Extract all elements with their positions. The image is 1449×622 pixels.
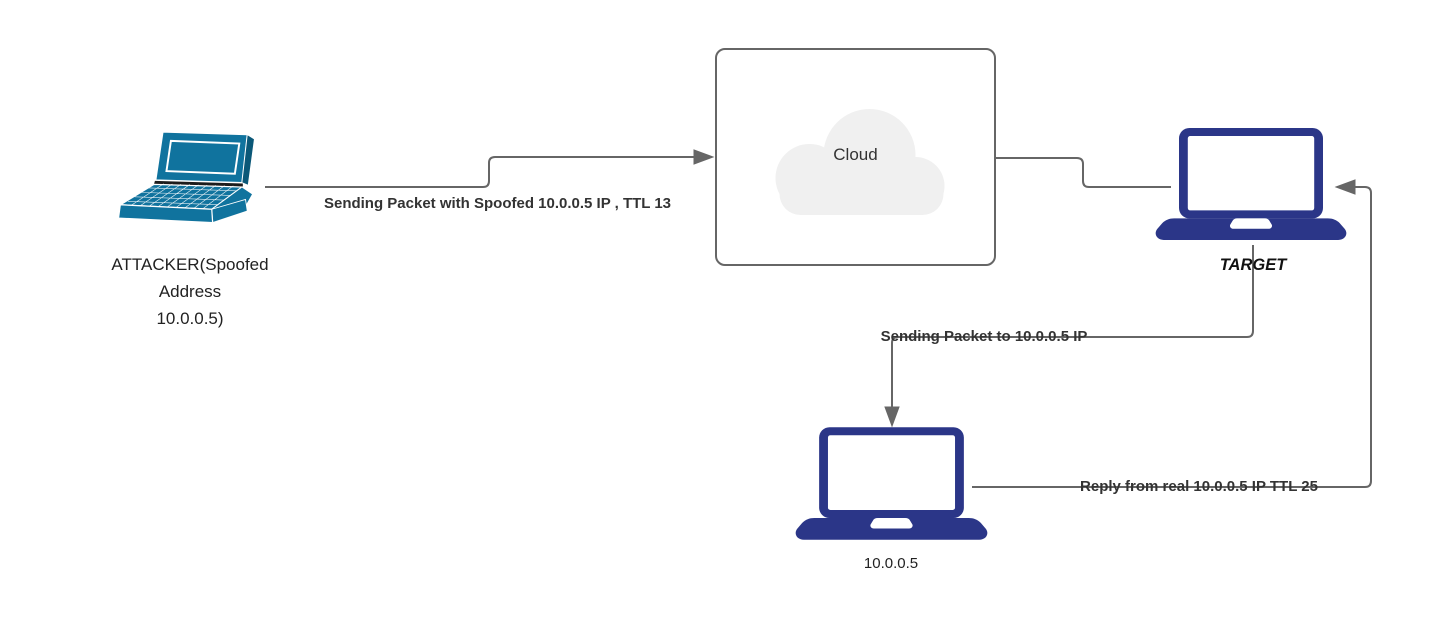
attacker-label-line2: Address [158,282,222,301]
edge-target-to-host-line [891,245,1254,409]
target-laptop-icon [1155,128,1347,240]
host-laptop-icon [795,427,988,540]
cloud-node: Cloud [715,48,996,266]
edge-label-attacker-to-cloud: Sending Packet with Spoofed 10.0.0.5 IP … [323,195,672,212]
edge-cloud-to-target-line [996,157,1171,188]
real-host-node [795,427,988,548]
edge-host-to-target [972,179,1372,488]
edge-host-to-target-line [972,186,1372,488]
target-node [1155,128,1347,248]
attacker-label: ATTACKER(Spoofed Address 10.0.0.5) [88,251,292,332]
attacker-node [112,124,268,235]
attacker-label-line1: ATTACKER(Spoofed [111,255,269,274]
edge-attacker-to-cloud [265,149,715,188]
edge-host-to-target-arrowhead [1334,179,1356,195]
edge-label-target-to-host: Sending Packet to 10.0.0.5 IP [880,328,1088,345]
edge-label-host-to-target: Reply from real 10.0.0.5 IP TTL 25 [1080,478,1318,495]
cloud-label: Cloud [833,145,878,164]
real-host-label: 10.0.0.5 [863,555,919,572]
cloud-icon [775,109,945,215]
edge-attacker-to-cloud-arrowhead [693,149,715,165]
edge-target-to-host-arrowhead [884,406,900,428]
edge-target-to-host [884,245,1254,428]
edge-attacker-to-cloud-line [265,156,696,188]
attacker-label-line3: 10.0.0.5) [156,309,224,328]
edge-cloud-to-target [996,157,1171,188]
attacker-laptop-icon [117,131,255,224]
target-label: TARGET [1219,256,1287,274]
